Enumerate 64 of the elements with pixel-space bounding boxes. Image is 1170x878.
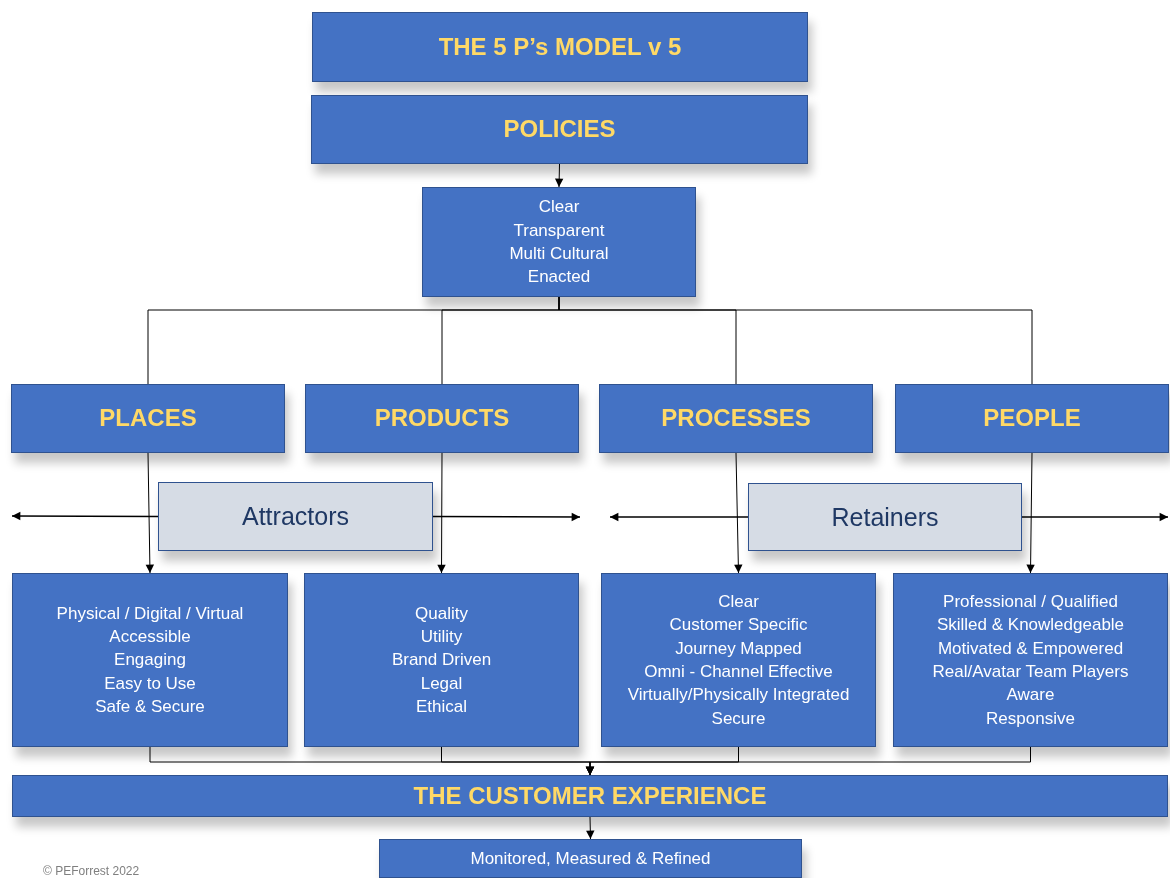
category-heading: POLICIES — [503, 114, 616, 145]
outcome-heading: THE CUSTOMER EXPERIENCE — [413, 780, 767, 811]
result-text: Monitored, Measured & Refined — [470, 847, 711, 870]
category-heading: PLACES — [99, 403, 197, 434]
attribute-text: Clear — [538, 196, 580, 219]
attribute-text: Quality — [415, 602, 468, 625]
attribute-box — [601, 573, 876, 747]
arrow — [1021, 512, 1169, 522]
attribute-text: Ethical — [416, 695, 467, 718]
attribute-text: Easy to Use — [104, 672, 196, 695]
attribute-text: Physical / Digital / Virtual — [56, 602, 244, 625]
category-box — [311, 95, 808, 164]
arrow — [11, 511, 159, 521]
attribute-text: Safe & Secure — [95, 695, 205, 718]
attribute-text: Aware — [1006, 684, 1055, 707]
arrow — [609, 512, 749, 522]
attribute-text: Professional / Qualified — [943, 591, 1118, 614]
arrow — [734, 452, 743, 574]
group-label: Retainers — [831, 501, 939, 533]
attribute-text: Customer Specific — [669, 614, 808, 637]
attribute-text: Omni - Channel Effective — [644, 661, 833, 683]
title-text: THE 5 P’s MODEL v 5 — [438, 31, 682, 62]
attribute-text: Skilled & Knowledgeable — [936, 614, 1125, 637]
arrow — [437, 452, 446, 574]
category-heading: PRODUCTS — [374, 403, 510, 434]
attribute-text: Brand Driven — [391, 649, 492, 672]
attribute-text: Multi Cultural — [509, 243, 609, 265]
arrow — [145, 452, 155, 574]
group-label: Attractors — [242, 501, 349, 533]
arrow — [585, 746, 1031, 776]
group-label-box — [158, 482, 433, 551]
attribute-box — [422, 187, 696, 297]
attribute-text: Secure — [711, 707, 766, 730]
result-box — [379, 839, 802, 878]
attribute-text: Transparent — [513, 219, 605, 242]
category-heading: PROCESSES — [661, 403, 811, 434]
attribute-text: Real/Avatar Team Players — [932, 661, 1129, 683]
attribute-text: Utility — [420, 626, 463, 649]
group-label-box — [748, 483, 1022, 551]
attribute-text: Engaging — [114, 649, 186, 672]
attribute-box — [12, 573, 288, 747]
arrow — [586, 816, 595, 840]
attribute-text: Virtually/Physically Integrated — [627, 684, 850, 707]
attribute-text: Clear — [718, 591, 759, 614]
arrow — [554, 163, 564, 188]
category-heading: PEOPLE — [983, 403, 1081, 434]
attribute-text: Enacted — [527, 266, 591, 289]
attribute-box — [893, 573, 1168, 747]
copyright-note: © PEForrest 2022 — [43, 864, 140, 878]
attribute-text: Motivated & Empowered — [937, 637, 1124, 660]
arrow — [1026, 452, 1035, 574]
title-box — [312, 12, 808, 82]
attribute-text: Responsive — [986, 707, 1075, 730]
attribute-text: Legal — [420, 672, 463, 695]
arrow — [432, 512, 581, 522]
outcome-bar — [12, 775, 1168, 817]
category-box — [895, 384, 1169, 453]
attribute-text: Accessible — [109, 626, 191, 649]
attribute-text: Journey Mapped — [675, 637, 802, 660]
connector-line — [558, 296, 1033, 385]
category-box — [599, 384, 873, 453]
category-box — [11, 384, 285, 453]
attribute-box — [304, 573, 579, 747]
category-box — [305, 384, 579, 453]
